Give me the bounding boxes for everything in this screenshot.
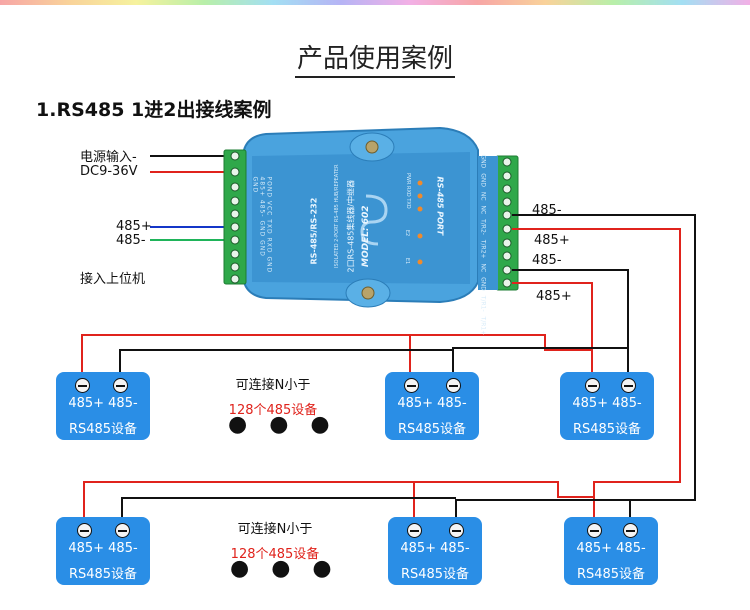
right-pin-labels: GND GND NC NC T/R2- T/R2+ NC GND T/R1- T… [479,154,487,336]
ellipsis-dots: ●●● [230,556,354,581]
terminal-plus-icon [587,523,602,538]
terminal-minus-icon [113,378,128,393]
rs485-device: 485+ 485- RS485设备 [56,517,150,585]
hub-small-vertical: ISOLATED 2-PORT RS-485 HUB/REPEATER [334,164,340,268]
terminal-plus-icon [585,378,600,393]
rs485-device: 485+ 485- RS485设备 [560,372,654,440]
rs485-device: 485+ 485- RS485设备 [56,372,150,440]
ellipsis-dots: ●●● [228,412,352,437]
dc-voltage-label: DC9-36V [80,164,138,179]
input-485-minus-label: 485- [116,233,146,248]
input-485-plus-label: 485+ [116,219,152,234]
hub-sub-vertical: 2口RS-485集线器/中继器 [346,179,356,273]
terminal-minus-icon [623,523,638,538]
terminal-minus-icon [446,378,461,393]
hub-led-labels: PWR RXD TXD [405,173,411,209]
terminal-plus-icon [77,523,92,538]
capacity-note: 可连接N小于 128个485设备 [230,522,320,562]
port2-minus-label: 485- [532,203,562,218]
page-title: 产品使用案例 [0,38,750,78]
rs485-device: 485+ 485- RS485设备 [564,517,658,585]
terminal-minus-icon [449,523,464,538]
terminal-minus-icon [621,378,636,393]
top-rainbow-strip [0,0,750,5]
terminal-plus-icon [75,378,90,393]
port2-plus-label: 485+ [534,233,570,248]
hub-model-number: MODEL: 602 [361,205,371,267]
capacity-note: 可连接N小于 128个485设备 [228,378,318,418]
hub-model-vertical: RS-485/RS-232 [309,197,319,265]
port1-plus-label: 485+ [536,289,572,304]
terminal-plus-icon [404,378,419,393]
rs485-device: 485+ 485- RS485设备 [388,517,482,585]
terminal-minus-icon [115,523,130,538]
hub-led-e2: E2 [404,229,411,237]
hub-led-e1: E1 [404,257,411,265]
host-connect-label: 接入上位机 [80,272,146,287]
port1-minus-label: 485- [532,253,562,268]
hub-port-label: RS-485 PORT [435,176,445,236]
section-title: 1.RS485 1进2出接线案例 [36,99,272,121]
left-pin-labels: POND VCC TXD RXD GND 485+ 485- GND GND G… [251,176,273,274]
rs485-device: 485+ 485- RS485设备 [385,372,479,440]
terminal-plus-icon [407,523,422,538]
power-input-label: 电源输入- [80,150,137,165]
